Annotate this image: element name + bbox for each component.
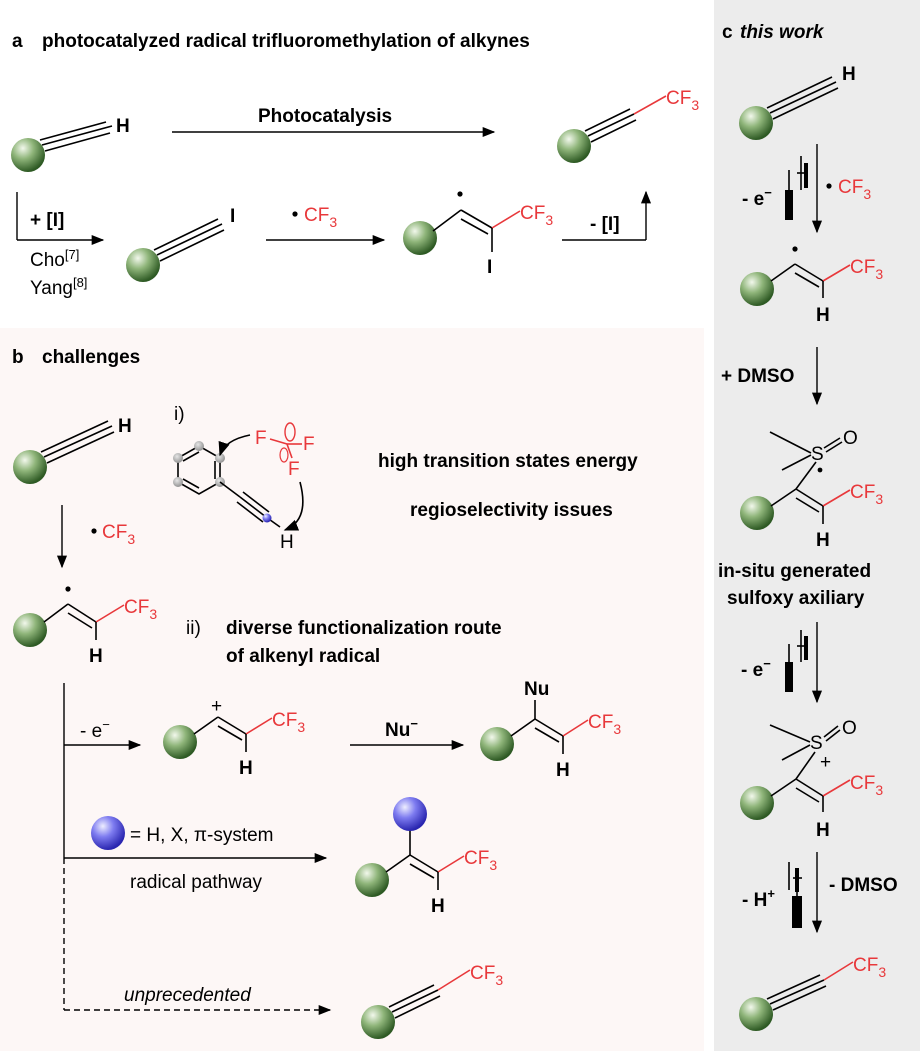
- svg-text:H: H: [118, 416, 132, 437]
- blue-ball-legend: [91, 816, 125, 850]
- cf3-radical-b: CF3: [102, 522, 135, 547]
- photocatalysis-label: Photocatalysis: [258, 106, 392, 127]
- oxidation-label: - e−: [80, 717, 110, 742]
- svg-text:CF3: CF3: [272, 710, 305, 735]
- panel-c-title: this work: [740, 22, 825, 43]
- radical-pathway-product: CF3 H: [355, 797, 497, 917]
- radical-dot: [292, 211, 298, 217]
- panel-b-background: [0, 328, 704, 1051]
- svg-text:+: +: [211, 696, 222, 717]
- svg-text:F: F: [255, 428, 267, 449]
- ref-cho: Cho[7]: [30, 247, 79, 271]
- product-alkyne-cf3-c: CF3: [739, 955, 886, 1031]
- issue-functionalization-2: of alkenyl radical: [226, 646, 380, 667]
- panel-a-label: a: [12, 31, 23, 52]
- photocatalyst-oxidation-icon-1: [785, 156, 808, 220]
- alkyne-a1: H: [11, 116, 130, 172]
- svg-text:I: I: [230, 206, 235, 227]
- vinyl-cation: + CF3 H: [163, 696, 305, 779]
- svg-text:H: H: [816, 305, 830, 326]
- alkyne-b1: H: [13, 416, 132, 484]
- panel-c-label: c: [722, 22, 733, 43]
- svg-text:F: F: [303, 434, 315, 455]
- svg-text:CF3: CF3: [850, 773, 883, 798]
- svg-text:O: O: [843, 428, 858, 449]
- iodination-reagent: + [I]: [30, 210, 64, 231]
- ref-yang: Yang[8]: [30, 275, 87, 299]
- svg-text:Nu: Nu: [524, 679, 549, 700]
- sulfoxonium-cation: S + O CF3 H: [740, 718, 883, 841]
- svg-text:CF3: CF3: [124, 597, 157, 622]
- svg-text:I: I: [487, 257, 492, 278]
- svg-text:CF3: CF3: [850, 257, 883, 282]
- radical-dot-c: [826, 183, 832, 189]
- svg-text:H: H: [431, 896, 445, 917]
- insitu-label-1: in-situ generated: [718, 561, 871, 582]
- svg-text:H: H: [556, 760, 570, 781]
- svg-text:CF3: CF3: [464, 848, 497, 873]
- iodoalkyne: I: [126, 206, 235, 282]
- dmso-addition-label: + DMSO: [721, 366, 794, 387]
- radical-dot-b: [91, 528, 97, 534]
- nucleophile-label: Nu−: [385, 716, 418, 741]
- svg-text:O: O: [842, 718, 857, 739]
- roman-ii: ii): [186, 618, 201, 639]
- svg-text:F: F: [288, 459, 300, 480]
- vinyl-radical-iodide: CF3 I: [403, 191, 553, 278]
- alkenyl-radical-c: CF3 H: [740, 246, 883, 326]
- svg-text:CF3: CF3: [470, 963, 503, 988]
- svg-text:CF3: CF3: [853, 955, 886, 980]
- svg-text:H: H: [816, 530, 830, 551]
- svg-text:S: S: [811, 444, 824, 465]
- svg-text:H: H: [89, 646, 103, 667]
- svg-text:S: S: [810, 733, 823, 754]
- panel-b-title: challenges: [42, 347, 140, 368]
- svg-text:CF3: CF3: [666, 88, 699, 113]
- unprecedented-label: unprecedented: [124, 985, 252, 1006]
- issue-functionalization-1: diverse functionalization route: [226, 618, 502, 639]
- panel-b-label: b: [12, 347, 24, 368]
- svg-text:H: H: [239, 758, 253, 779]
- svg-text:CF3: CF3: [588, 712, 621, 737]
- step1-minus-e: - e−: [742, 185, 772, 210]
- ball-legend: = H, X, π-system: [130, 825, 274, 846]
- issue-high-energy: high transition states energy: [378, 451, 638, 472]
- svg-text:+: +: [820, 752, 831, 773]
- panel-a-title: photocatalyzed radical trifluoromethylat…: [42, 31, 530, 52]
- alkenyl-radical-b: CF3 H: [13, 586, 157, 667]
- svg-text:H: H: [816, 820, 830, 841]
- deiodination-label: - [I]: [590, 214, 620, 235]
- radical-pathway-label: radical pathway: [130, 872, 263, 893]
- insitu-label-2: sulfoxy axiliary: [727, 588, 865, 609]
- cf3-radical-a: CF3: [304, 205, 337, 230]
- sulfoxy-radical-adduct: S O CF3 H: [740, 428, 883, 551]
- step3-minus-dmso: - DMSO: [829, 875, 898, 896]
- nu-product: Nu CF3 H: [480, 679, 621, 781]
- step3-minus-h: - H+: [742, 886, 775, 911]
- step1-cf3: CF3: [838, 177, 871, 202]
- svg-text:CF3: CF3: [520, 203, 553, 228]
- product-alkyne-cf3-b: CF3: [361, 963, 503, 1039]
- svg-text:CF3: CF3: [850, 482, 883, 507]
- photocatalyst-oxidation-icon-2: [785, 630, 808, 692]
- phenylacetylene-orbital: H F F F: [173, 422, 315, 553]
- photocatalyst-reduction-icon: [788, 862, 802, 928]
- issue-regioselectivity: regioselectivity issues: [410, 500, 613, 521]
- alkyne-c1: H: [739, 64, 856, 140]
- svg-text:H: H: [116, 116, 130, 137]
- roman-i: i): [174, 404, 185, 425]
- product-alkyne-cf3-a: CF3: [557, 88, 699, 163]
- svg-text:H: H: [280, 532, 294, 553]
- step2-minus-e: - e−: [741, 656, 771, 681]
- svg-text:H: H: [842, 64, 856, 85]
